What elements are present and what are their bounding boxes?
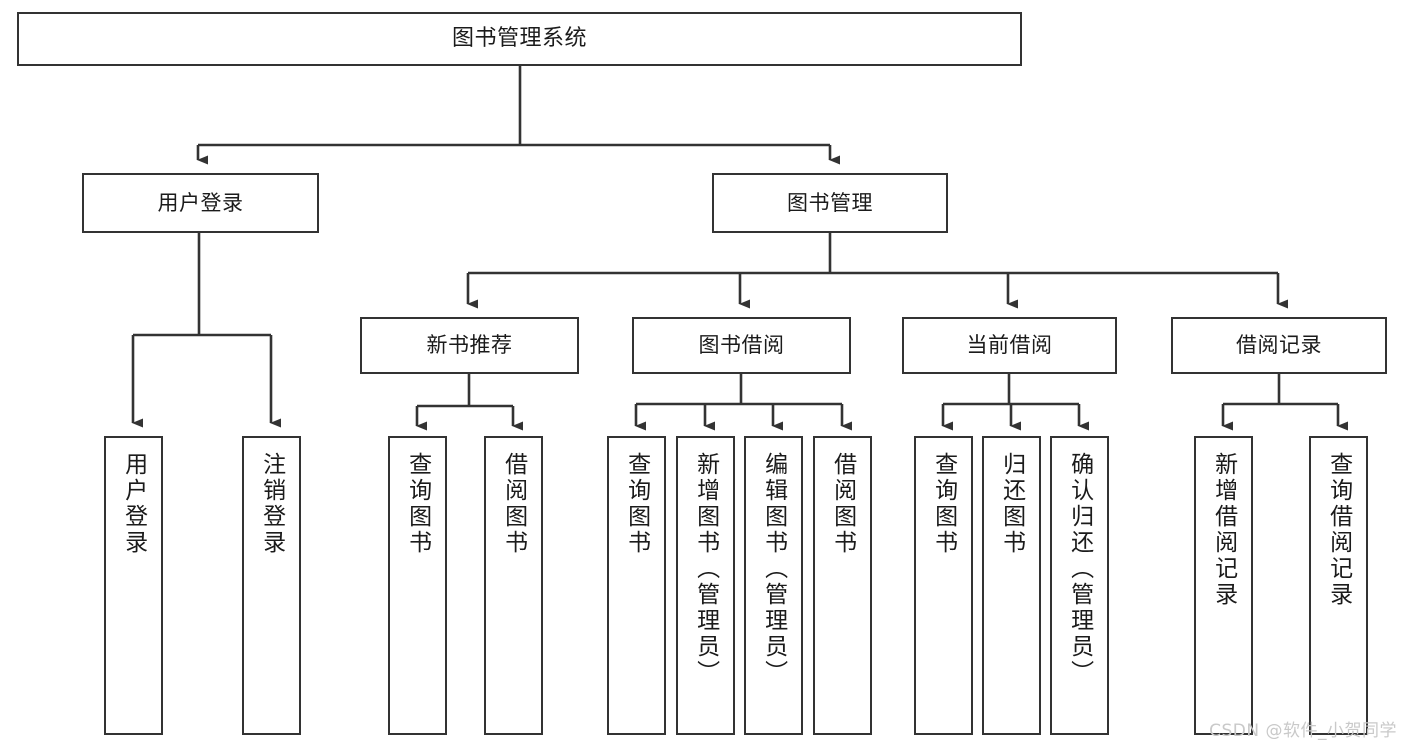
node-book-management-system[interactable]: 图书管理系统 [17, 12, 1022, 66]
node-current-borrow[interactable]: 当前借阅 [902, 317, 1117, 374]
leaf-recommend-borrow-book[interactable]: 借阅图书 [484, 436, 543, 735]
leaf-borrow-edit-book-admin[interactable]: 编辑图书（管理员） [744, 436, 803, 735]
leaf-recommend-query-book[interactable]: 查询图书 [388, 436, 447, 735]
node-label: 新增图书（管理员） [692, 452, 719, 686]
leaf-user-login-login[interactable]: 用户登录 [104, 436, 163, 735]
node-label: 当前借阅 [966, 333, 1053, 358]
node-label: 图书管理系统 [451, 25, 587, 51]
leaf-record-add-record[interactable]: 新增借阅记录 [1194, 436, 1253, 735]
node-label: 编辑图书（管理员） [760, 452, 787, 686]
node-label: 注销登录 [258, 452, 285, 556]
node-label: 图书管理 [787, 190, 873, 215]
node-label: 借阅记录 [1236, 333, 1322, 358]
node-label: 查询借阅记录 [1325, 452, 1352, 608]
node-label: 图书借阅 [698, 333, 785, 358]
node-user-login[interactable]: 用户登录 [82, 173, 319, 233]
node-book-manage[interactable]: 图书管理 [712, 173, 948, 233]
node-label: 查询图书 [930, 452, 957, 556]
node-book-borrow[interactable]: 图书借阅 [632, 317, 851, 374]
node-borrow-record[interactable]: 借阅记录 [1171, 317, 1387, 374]
leaf-record-query-record[interactable]: 查询借阅记录 [1309, 436, 1368, 735]
node-new-book-recommend[interactable]: 新书推荐 [360, 317, 579, 374]
node-label: 借阅图书 [500, 452, 527, 556]
node-label: 借阅图书 [829, 452, 856, 556]
node-label: 用户登录 [120, 452, 147, 556]
leaf-borrow-add-book-admin[interactable]: 新增图书（管理员） [676, 436, 735, 735]
node-label: 用户登录 [157, 190, 244, 215]
node-label: 新增借阅记录 [1210, 452, 1237, 608]
leaf-current-return-book[interactable]: 归还图书 [982, 436, 1041, 735]
node-label: 归还图书 [998, 452, 1025, 556]
node-label: 确认归还（管理员） [1066, 452, 1093, 686]
node-label: 查询图书 [404, 452, 431, 556]
leaf-borrow-query-book[interactable]: 查询图书 [607, 436, 666, 735]
leaf-current-confirm-return-admin[interactable]: 确认归还（管理员） [1050, 436, 1109, 735]
leaf-current-query-book[interactable]: 查询图书 [914, 436, 973, 735]
leaf-user-login-logout[interactable]: 注销登录 [242, 436, 301, 735]
node-label: 新书推荐 [426, 333, 513, 358]
leaf-borrow-borrow-book[interactable]: 借阅图书 [813, 436, 872, 735]
watermark: CSDN @软件_小贺同学 [1209, 721, 1397, 741]
node-label: 查询图书 [623, 452, 650, 556]
